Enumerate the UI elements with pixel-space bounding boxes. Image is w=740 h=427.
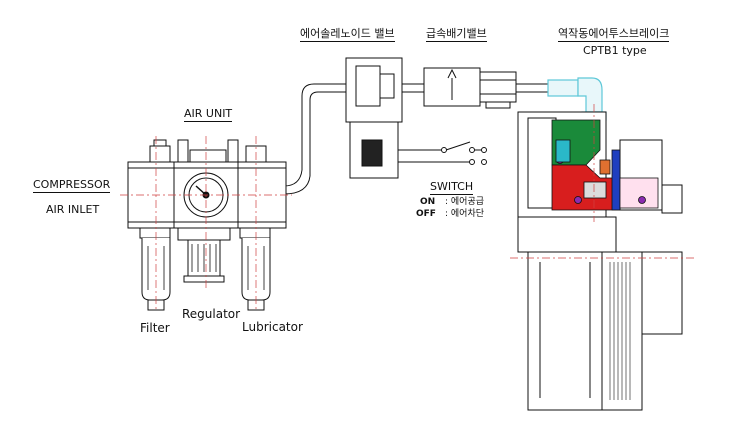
brake-assembly: [517, 111, 683, 411]
filter-label: Filter: [140, 321, 170, 335]
switch-off-desc: : 에어차단: [445, 209, 485, 219]
brake-title-label: 역작동에어투스브레이크: [558, 27, 670, 42]
regulator-label: Regulator: [182, 307, 241, 321]
brake-teeth: [609, 262, 631, 400]
lubricator-label: Lubricator: [242, 320, 303, 334]
brake-model-label: CPTB1 type: [583, 44, 647, 57]
air-inlet-label: AIR INLET: [46, 203, 100, 216]
brake-colored-parts: [551, 119, 659, 211]
switch-label: SWITCH: [430, 180, 474, 195]
brake-centerlines: [510, 104, 696, 259]
air-unit-label: AIR UNIT: [184, 107, 233, 122]
quick-exhaust-valve-label: 급속배기밸브: [426, 27, 487, 42]
air-unit-centerlines: [120, 136, 292, 312]
quick-exhaust-valve: [423, 67, 517, 109]
air-unit: [127, 139, 287, 311]
solenoid-valve-label: 에어솔레노이드 밸브: [300, 27, 395, 42]
switch-off-key: OFF: [416, 209, 436, 219]
air-unit-details: [147, 244, 265, 290]
compressor-label: COMPRESSOR: [33, 178, 111, 193]
air-pipe: [283, 83, 548, 195]
switch-on-key: ON: [420, 197, 436, 207]
solenoid-valve: [345, 57, 470, 179]
switch-symbol: [430, 141, 487, 165]
switch-on-desc: : 에어공급: [445, 197, 485, 207]
